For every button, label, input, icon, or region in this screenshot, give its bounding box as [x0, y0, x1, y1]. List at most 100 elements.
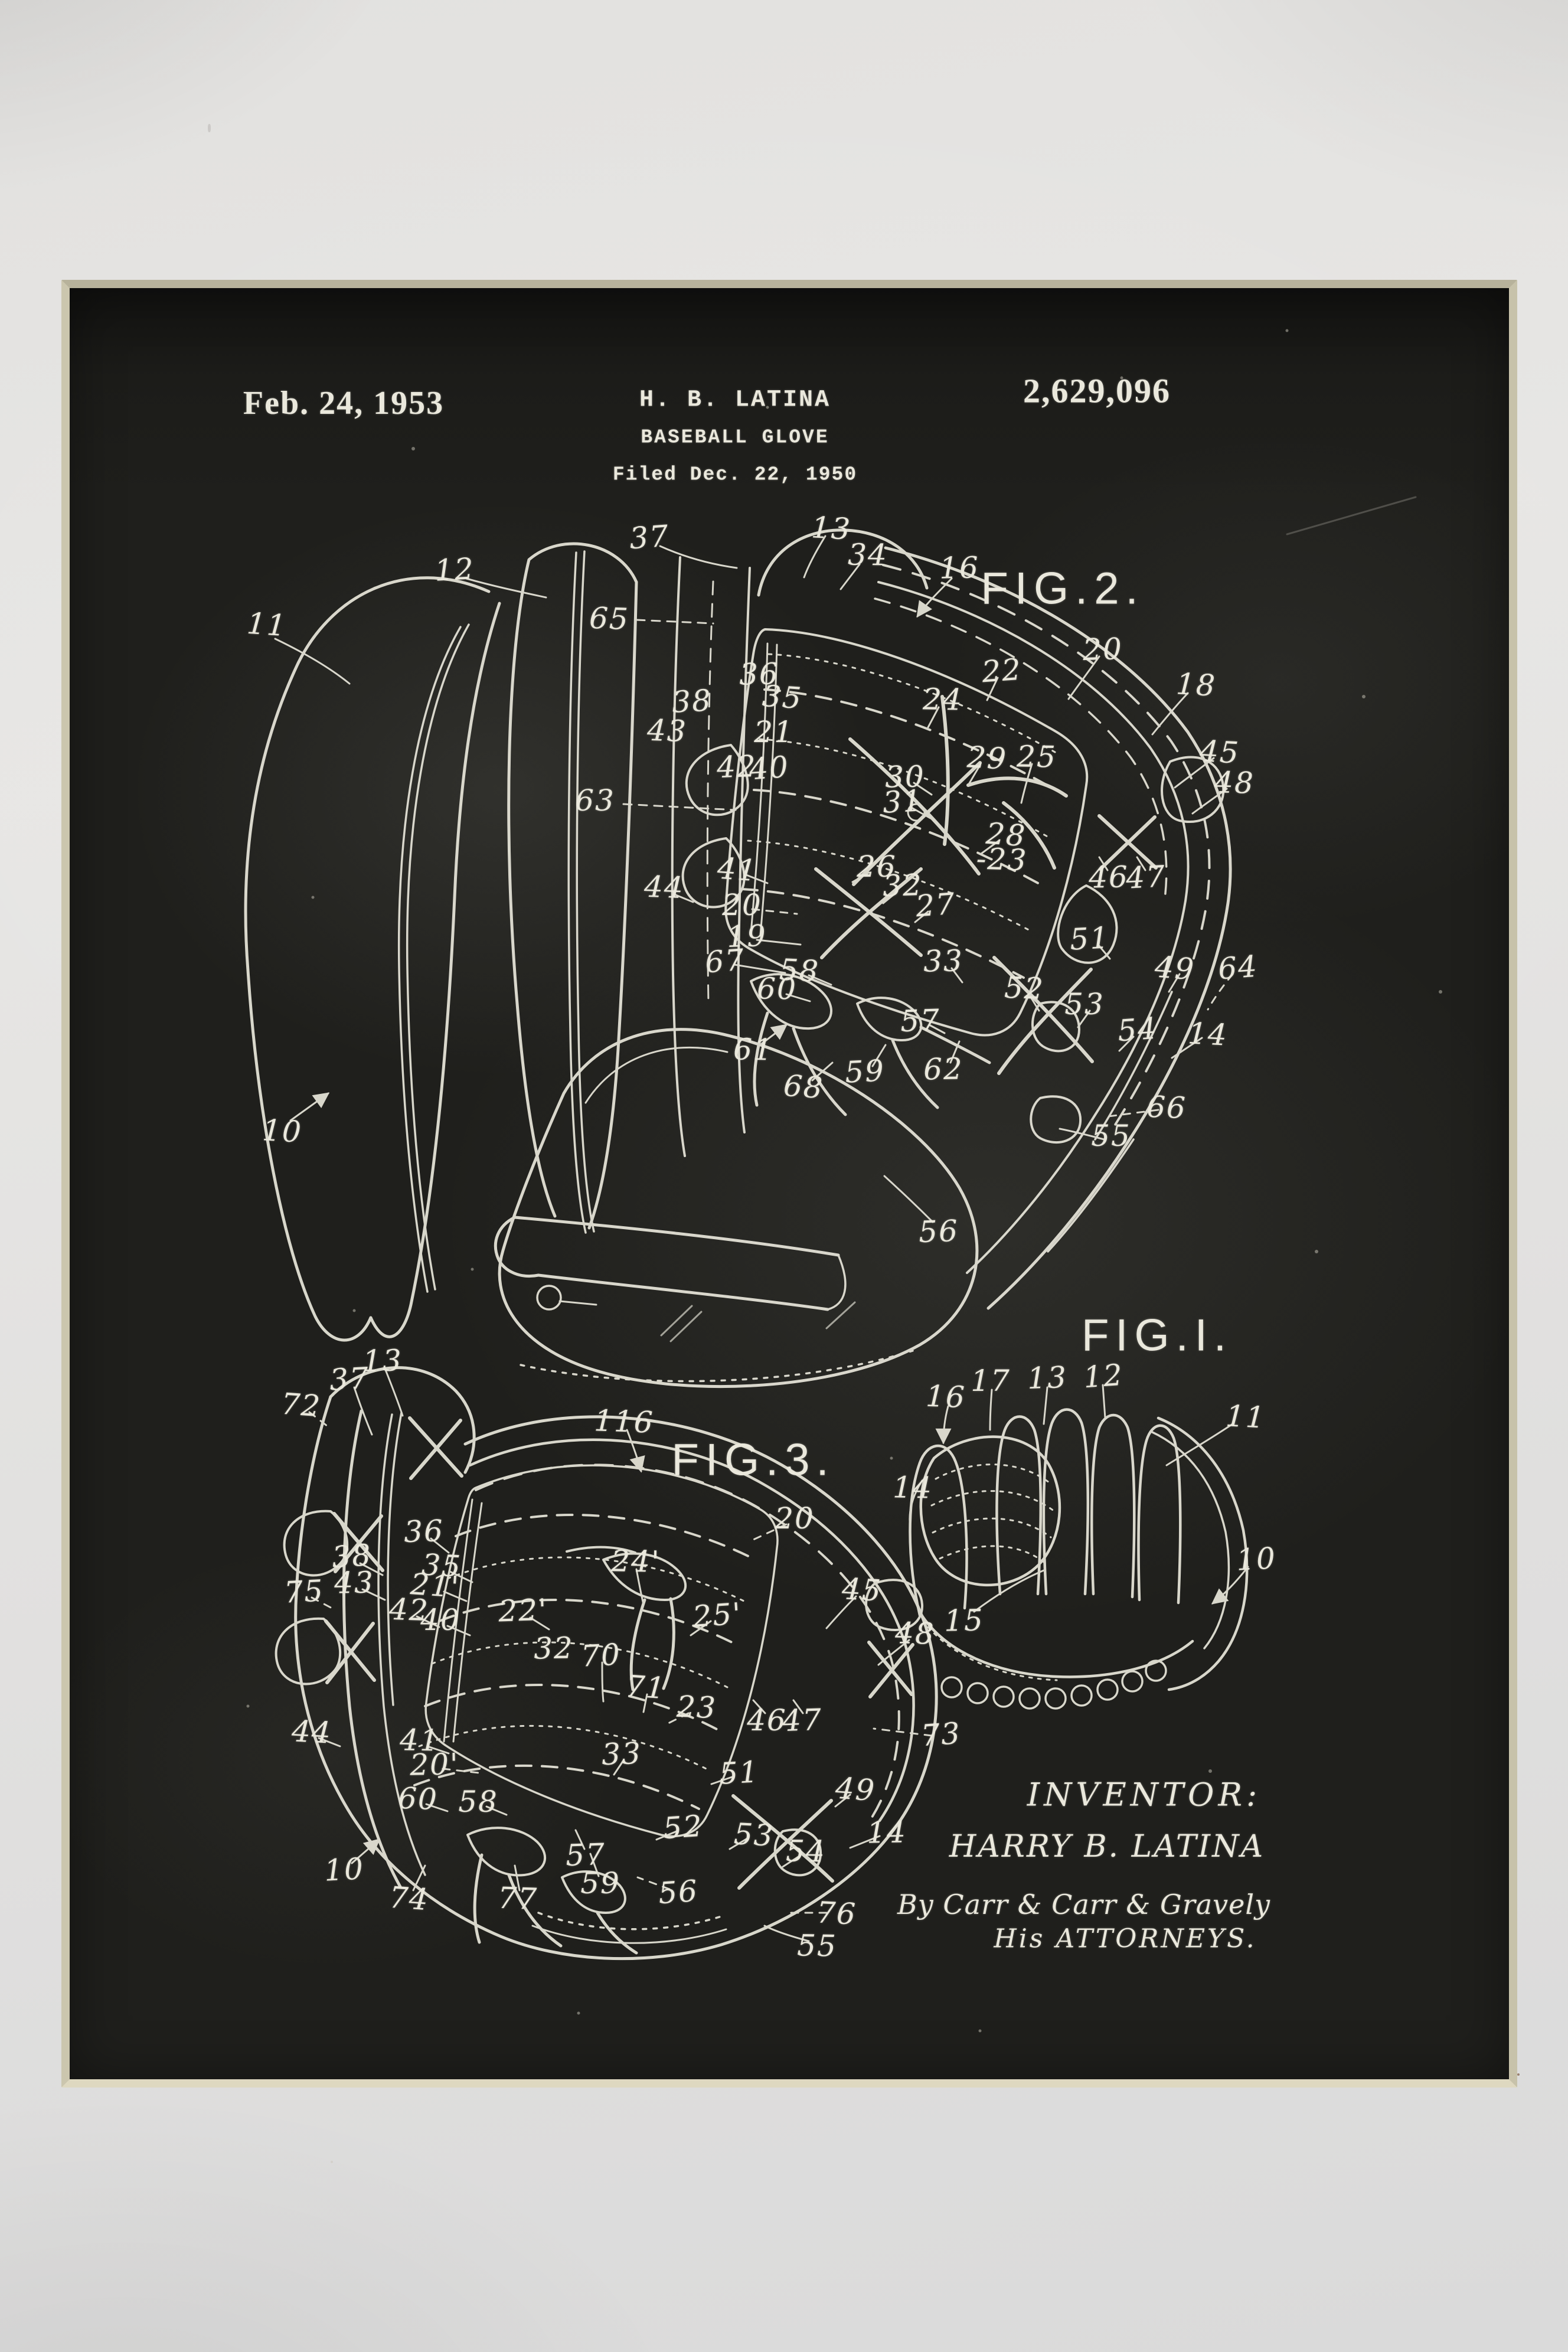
callout-37: 37	[628, 518, 671, 556]
callout-33: 33	[601, 1736, 642, 1772]
callout-43: 43	[646, 713, 688, 749]
callout-37: 37	[328, 1361, 371, 1397]
callout-47: 47	[1125, 859, 1167, 896]
fig3-leaders	[308, 1367, 933, 1942]
callout-12: 12	[1082, 1357, 1125, 1395]
callout-41: 41	[716, 851, 759, 888]
callout-45: 45	[841, 1572, 883, 1608]
callout-75: 75	[283, 1573, 325, 1610]
callout-51: 51	[1069, 920, 1111, 957]
callout-18: 18	[1175, 667, 1217, 703]
callout-77: 77	[497, 1880, 538, 1917]
callout-57: 57	[565, 1837, 606, 1873]
figure-title: FIG.2.	[981, 563, 1145, 614]
callout-22': 22'	[498, 1592, 548, 1629]
callout-20': 20'	[409, 1747, 460, 1782]
patent-title: BASEBALL GLOVE	[641, 426, 829, 449]
callout-11: 11	[1224, 1399, 1267, 1435]
callout-51: 51	[718, 1755, 760, 1791]
callout-65: 65	[589, 600, 630, 637]
callout-58: 58	[458, 1785, 498, 1819]
callout-20: 20	[722, 888, 762, 922]
callout-46: 46	[1088, 860, 1129, 895]
callout-25: 25	[1016, 739, 1057, 775]
callout-70: 70	[580, 1637, 622, 1674]
mat-speck	[1517, 2073, 1520, 2076]
callout-24': 24'	[610, 1544, 661, 1579]
callout-61: 61	[733, 1032, 774, 1067]
callout-33: 33	[923, 943, 964, 979]
patent-print-board	[61, 280, 1517, 2088]
patent-date: Feb. 24, 1953	[243, 385, 445, 422]
fig1-leaders	[909, 1384, 1249, 1613]
callout-55: 55	[796, 1928, 838, 1964]
attorneys-caption: His ATTORNEYS.	[994, 1923, 1257, 1954]
patent-number: 2,629,096	[1023, 371, 1171, 410]
callout-25': 25'	[691, 1596, 743, 1634]
mat-speck	[208, 124, 211, 132]
callout-48: 48	[1214, 765, 1255, 801]
callout-44: 44	[643, 869, 685, 906]
figure-title: FIG.I.	[1082, 1310, 1233, 1361]
callout-49: 49	[1154, 949, 1196, 987]
callout-56: 56	[657, 1873, 700, 1911]
callout-46: 46	[747, 1703, 787, 1737]
callout-16: 16	[939, 550, 980, 586]
fig2-leaders	[274, 535, 1234, 1223]
callout-116: 116	[593, 1403, 655, 1440]
callout-76: 76	[815, 1895, 858, 1932]
callout-43: 43	[334, 1565, 375, 1600]
callout-35: 35	[761, 678, 803, 716]
callout-31: 31	[881, 783, 924, 820]
attorneys-signature: By Carr & Carr & Gravely	[897, 1889, 1271, 1920]
callout-52: 52	[662, 1808, 704, 1846]
callout-53: 53	[1064, 987, 1105, 1021]
callout-14: 14	[892, 1470, 933, 1505]
inventor-signature: HARRY B. LATINA	[949, 1829, 1265, 1864]
callout-29: 29	[966, 740, 1008, 776]
callout-13: 13	[810, 510, 852, 547]
callout-10: 10	[261, 1113, 303, 1149]
callout-57: 57	[900, 1002, 941, 1039]
callout-44: 44	[290, 1714, 333, 1750]
callout-73: 73	[920, 1716, 962, 1753]
callout-60: 60	[756, 971, 798, 1007]
callout-53: 53	[733, 1817, 775, 1853]
callout-16: 16	[925, 1378, 966, 1415]
callout-74: 74	[388, 1880, 430, 1917]
callout-27: 27	[914, 886, 957, 924]
callout-67: 67	[704, 942, 746, 980]
callout-23: 23	[676, 1689, 717, 1726]
fig1-glove	[909, 1408, 1249, 1710]
callout-20: 20	[775, 1501, 815, 1536]
callout-60: 60	[397, 1781, 439, 1817]
dust-specks	[246, 329, 1442, 2033]
callout-10: 10	[1235, 1541, 1278, 1577]
callout-24: 24	[922, 682, 963, 717]
callout-14: 14	[866, 1815, 907, 1850]
callout-20: 20	[1082, 631, 1123, 668]
callout-48: 48	[894, 1616, 936, 1651]
filing-date: Filed Dec. 22, 1950	[612, 463, 858, 486]
figure-title: FIG.3.	[671, 1435, 835, 1485]
callout-22: 22	[981, 652, 1023, 690]
callout-72: 72	[280, 1386, 322, 1424]
callout-59: 59	[580, 1866, 620, 1900]
callout-40: 40	[748, 749, 790, 787]
callout-36: 36	[403, 1513, 445, 1550]
callout-64: 64	[1217, 949, 1259, 986]
inventor-caption: INVENTOR:	[1027, 1776, 1262, 1814]
callout-54: 54	[1116, 1011, 1159, 1048]
callout-10: 10	[323, 1851, 365, 1888]
callout-13: 13	[1027, 1360, 1068, 1396]
fig2-glove	[244, 496, 1417, 1389]
callout-63: 63	[575, 783, 615, 818]
callout-11: 11	[246, 606, 288, 643]
fig3-glove	[275, 1366, 938, 1961]
callout-17: 17	[971, 1364, 1011, 1398]
callout-47: 47	[782, 1702, 823, 1739]
callout-49: 49	[834, 1770, 877, 1808]
callout-15: 15	[943, 1603, 985, 1638]
